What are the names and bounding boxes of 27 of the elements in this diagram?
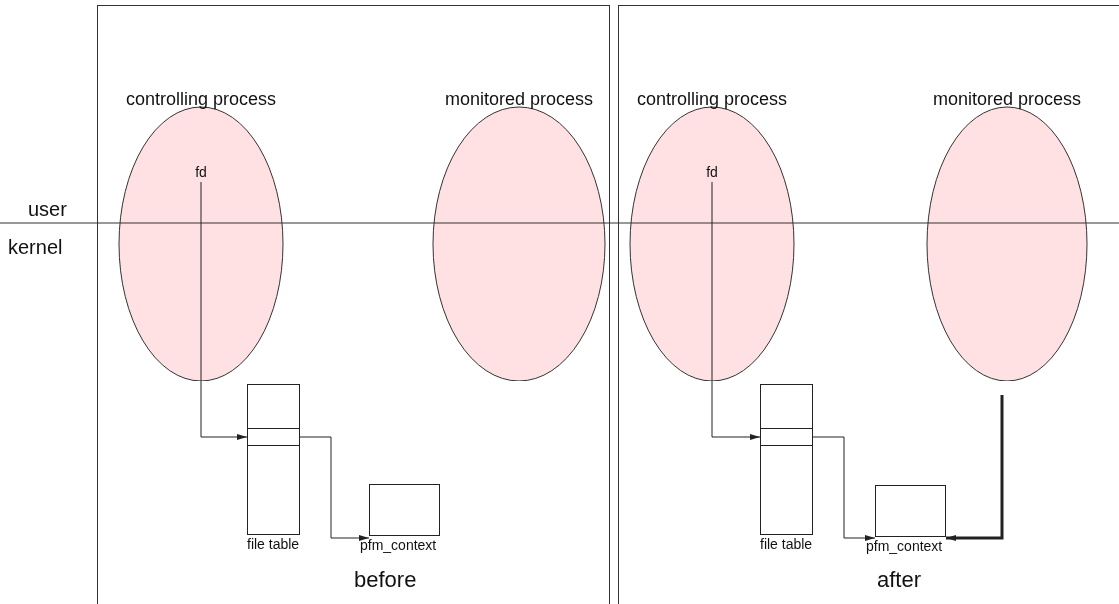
arrow: [299, 436, 370, 541]
box-caption: pfm_context: [866, 539, 943, 555]
table-box: [760, 384, 813, 535]
arrow: [812, 436, 876, 541]
table-box: [369, 484, 440, 536]
process-title: monitored process: [443, 90, 595, 110]
layer-label: user: [28, 198, 67, 220]
fd-label: fd: [700, 163, 724, 182]
arrow: [946, 395, 1004, 541]
table-box: [760, 428, 813, 446]
arrow: [200, 181, 248, 440]
table-box: [875, 485, 946, 537]
box-caption: file table: [760, 537, 813, 553]
fd-label: fd: [189, 163, 213, 182]
panel-caption: before: [354, 568, 417, 593]
table-box: [247, 428, 300, 446]
process-title: controlling process: [635, 90, 789, 110]
table-box: [247, 384, 300, 535]
layer-label: kernel: [8, 236, 63, 258]
panel-caption: after: [877, 568, 922, 593]
box-caption: file table: [247, 537, 300, 553]
arrow: [711, 181, 761, 440]
box-caption: pfm_context: [360, 538, 437, 554]
process-title: controlling process: [124, 90, 278, 110]
panel-frame: [97, 5, 610, 604]
process-title: monitored process: [931, 90, 1083, 110]
panel-frame: [618, 5, 1119, 604]
